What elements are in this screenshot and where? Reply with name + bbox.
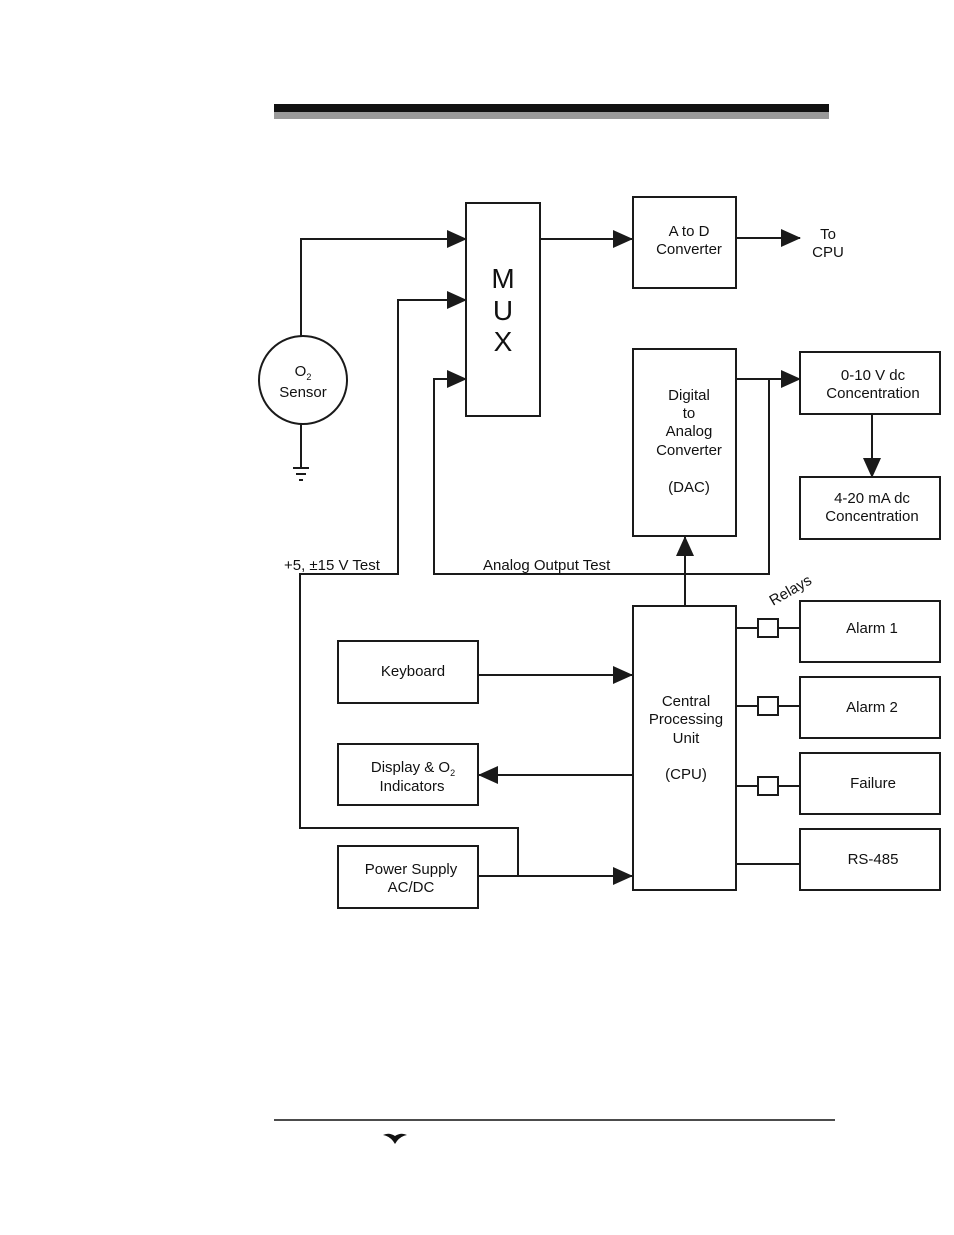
keyboard-label: Keyboard (381, 663, 445, 680)
mux-letter-u: U (493, 295, 513, 326)
dac-label-3: Analog (666, 423, 713, 440)
current-label-2: Concentration (825, 508, 918, 525)
dac-label-5: (DAC) (668, 479, 710, 496)
ground-icon (293, 468, 309, 480)
dac-label-1: Digital (668, 387, 710, 404)
header-rule (274, 104, 829, 112)
display-label-1: Display & O2 (371, 759, 455, 778)
voltage-label-1: 0-10 V dc (841, 367, 906, 384)
adc-label-1: A to D (669, 223, 710, 240)
cpu-label-1: Central (662, 693, 710, 710)
company-logo-icon (383, 1134, 407, 1144)
voltage-label-2: Concentration (826, 385, 919, 402)
cpu-label-4: (CPU) (665, 766, 707, 783)
power-label-1: Power Supply (365, 861, 458, 878)
mux-letter-m: M (491, 263, 514, 294)
cpu-label-3: Unit (673, 730, 701, 747)
to-cpu-label-1: To (820, 226, 836, 243)
o2-sensor-block (259, 336, 347, 424)
analog-test-label: Analog Output Test (483, 557, 611, 574)
header-rule-shadow (274, 112, 829, 119)
sensor-label-2: Sensor (279, 384, 327, 401)
adc-label-2: Converter (656, 241, 722, 258)
relay-2 (758, 697, 778, 715)
alarm2-label: Alarm 2 (846, 699, 898, 716)
cpu-block (633, 606, 736, 890)
relay-1 (758, 619, 778, 637)
supply-test-label: +5, ±15 V Test (284, 557, 381, 574)
dac-label-2: to (683, 405, 696, 422)
dac-label-4: Converter (656, 442, 722, 459)
wire-sensor-mux (301, 239, 466, 336)
rs485-label: RS-485 (848, 851, 899, 868)
cpu-label-2: Processing (649, 711, 723, 728)
power-label-2: AC/DC (388, 879, 435, 896)
current-label-1: 4-20 mA dc (834, 490, 910, 507)
failure-label: Failure (850, 775, 896, 792)
alarm1-label: Alarm 1 (846, 620, 898, 637)
relay-3 (758, 777, 778, 795)
display-label-2: Indicators (379, 778, 444, 795)
mux-letter-x: X (494, 326, 513, 357)
to-cpu-label-2: CPU (812, 244, 844, 261)
